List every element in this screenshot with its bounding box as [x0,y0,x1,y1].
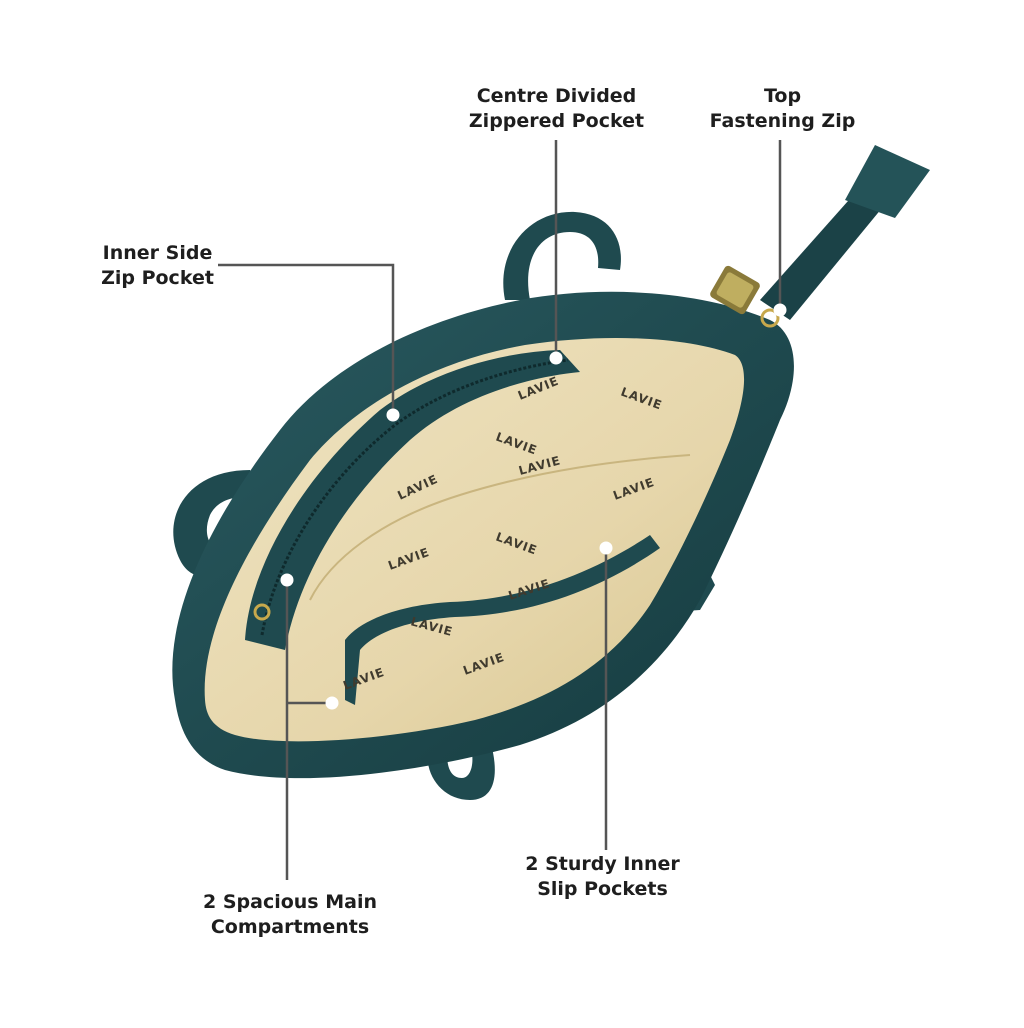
callout-dot-main-compartment-1 [280,573,294,587]
side-zip-ring [253,603,271,621]
zip-end-tab [845,145,930,218]
callout-label-slip-pockets: 2 Sturdy Inner Slip Pockets [525,853,680,900]
callout-dot-centre-pocket [549,351,563,365]
slip-pocket-edge [345,535,660,705]
callout-label-side-zip: Inner Side Zip Pocket [101,242,214,289]
callout-dot-main-compartment-2 [325,696,339,710]
callout-label-centre-pocket: Centre Divided Zippered Pocket [468,85,645,132]
centre-divider [245,350,580,650]
top-handle [503,211,621,300]
callout-label-top-zip: Top Fastening Zip [709,85,856,132]
callout-line-side-zip [218,263,395,415]
callout-dot-top-zip [773,303,787,317]
centre-divider-zip [260,358,569,636]
inner-divider [309,454,691,601]
zip-pull-plate [716,272,754,308]
bag-lining [204,337,745,742]
callout-dot-side-zip [386,408,400,422]
callout-dot-slip-pockets [599,541,613,555]
zip-ring [760,308,780,328]
callout-label-main-compartments: 2 Spacious Main Compartments [203,891,377,938]
